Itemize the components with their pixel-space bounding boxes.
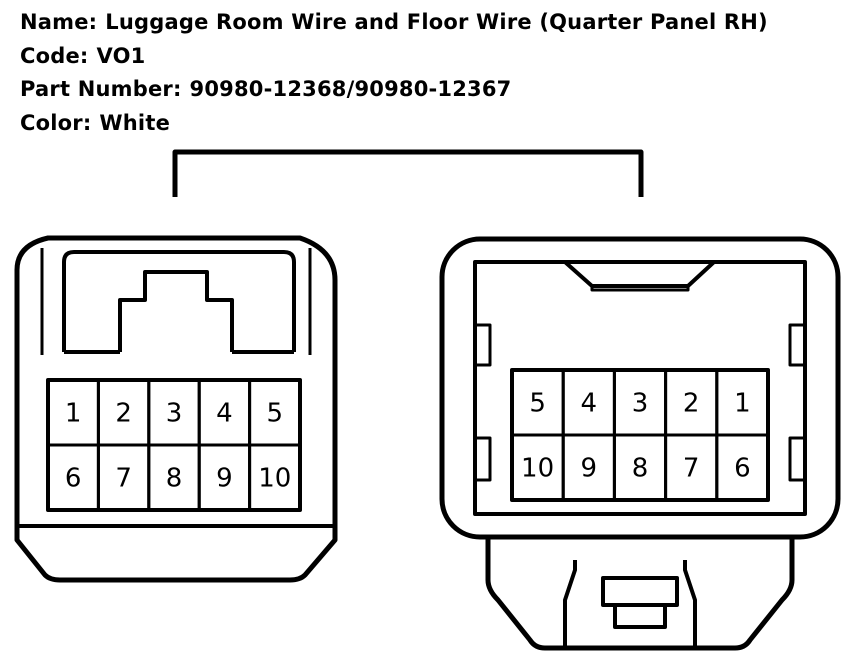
right-pin-number: 3 xyxy=(632,389,649,419)
part-number-label: Part Number: xyxy=(20,77,182,101)
right-connector: 5 4 3 2 1 10 9 8 7 6 xyxy=(439,236,841,651)
left-pin-number: 6 xyxy=(65,464,82,494)
right-guide-right-lower xyxy=(788,436,805,482)
left-pin-cavity xyxy=(248,443,302,512)
name-value: Luggage Room Wire and Floor Wire (Quarte… xyxy=(105,10,768,34)
left-pin-number: 8 xyxy=(166,464,183,494)
right-guide-left-upper xyxy=(475,323,492,367)
right-release-button xyxy=(613,603,667,629)
right-pin-number: 9 xyxy=(581,454,598,484)
right-guide-right-upper xyxy=(788,323,805,367)
left-pin-number: 5 xyxy=(267,399,284,429)
right-pin-number: 1 xyxy=(734,389,751,419)
left-pin-number: 1 xyxy=(65,399,82,429)
right-guide-left-lower xyxy=(475,436,492,482)
code-label: Code: xyxy=(20,43,89,68)
right-pin-number: 2 xyxy=(683,389,700,419)
part-number-line: Part Number: 90980-12368/90980-12367 xyxy=(20,73,768,107)
right-pin-number: 4 xyxy=(581,389,598,419)
color-line: Color: White xyxy=(20,107,768,141)
left-pin-number: 9 xyxy=(216,464,233,494)
left-connector-housing xyxy=(14,235,338,583)
left-pin-number: 2 xyxy=(115,399,132,429)
left-connector: 1 2 3 4 5 6 7 8 9 10 xyxy=(14,235,338,583)
left-pin-number: 7 xyxy=(115,464,132,494)
color-label: Color: xyxy=(20,110,92,135)
left-pin-cavities: 1 2 3 4 5 6 7 8 9 10 xyxy=(46,378,302,512)
right-pin-number: 8 xyxy=(632,454,649,484)
code-line: Code: VO1 xyxy=(20,40,768,74)
left-pin-number: 10 xyxy=(258,464,291,494)
right-latch-lip xyxy=(590,286,690,292)
right-connector-skirt xyxy=(485,537,795,651)
left-locking-tab xyxy=(118,270,234,352)
right-pin-number: 5 xyxy=(529,389,546,419)
name-line: Name: Luggage Room Wire and Floor Wire (Q… xyxy=(20,6,768,40)
connector-info: Name: Luggage Room Wire and Floor Wire (Q… xyxy=(20,6,768,140)
right-skirt-rib-left xyxy=(563,560,577,648)
right-inner-frame xyxy=(473,260,807,516)
right-top-latch xyxy=(563,260,716,288)
name-label: Name: xyxy=(20,10,98,34)
right-pin-cavities: 5 4 3 2 1 10 9 8 7 6 xyxy=(510,368,770,502)
right-release-tab xyxy=(601,576,679,607)
left-pin-number: 4 xyxy=(216,399,233,429)
right-pin-cavity xyxy=(715,433,770,502)
code-value: VO1 xyxy=(96,43,146,68)
color-value: White xyxy=(99,110,171,135)
right-pin-number: 6 xyxy=(734,454,751,484)
left-latch-window xyxy=(62,250,296,352)
part-number-value: 90980-12368/90980-12367 xyxy=(189,77,512,101)
right-connector-housing xyxy=(439,236,841,540)
left-pin-number: 3 xyxy=(166,399,183,429)
right-skirt-rib-right xyxy=(683,560,697,648)
right-pin-number: 10 xyxy=(521,454,554,484)
mating-bracket xyxy=(172,149,644,197)
right-pin-number: 7 xyxy=(683,454,700,484)
